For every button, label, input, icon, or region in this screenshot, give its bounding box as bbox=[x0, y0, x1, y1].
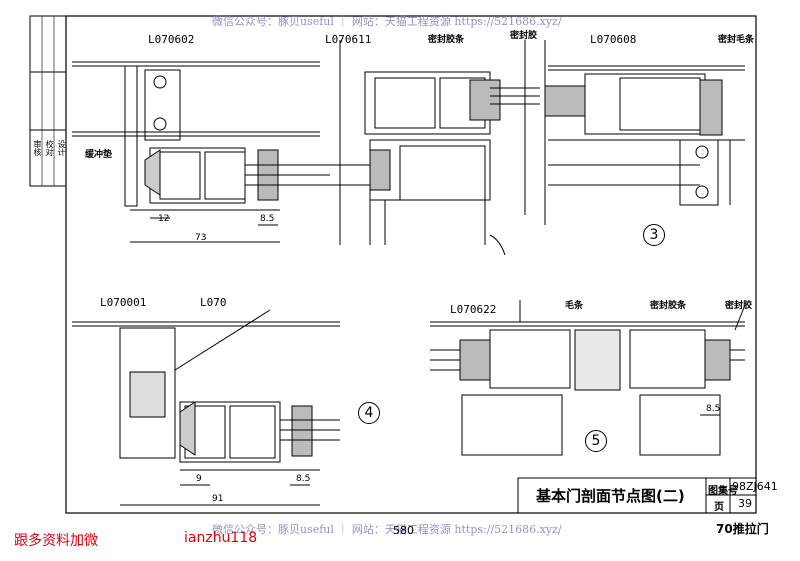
part-label-l070: L070 bbox=[200, 296, 227, 309]
detail-top-middle bbox=[330, 40, 540, 256]
detail-top-left bbox=[72, 40, 341, 245]
watermark-top: 微信公众号：豚贝useful ｜ 网站：天猫工程资源 https://52168… bbox=[212, 15, 562, 28]
dim-8-5-b: 8.5 bbox=[296, 474, 311, 484]
side-label-check: 校对 bbox=[45, 140, 54, 156]
series-label: 70推拉门 bbox=[716, 522, 769, 536]
note-seal-brush: 密封毛条 bbox=[718, 35, 755, 45]
detail-marker-4: 4 bbox=[358, 402, 380, 424]
contact-right: ianzhu118 bbox=[184, 530, 258, 546]
side-label-design: 设计 bbox=[57, 140, 66, 156]
watermark-bottom: 微信公众号：豚贝useful ｜ 网站：天猫工程资源 https://52168… bbox=[212, 523, 562, 536]
part-label-l070611: L070611 bbox=[325, 33, 372, 46]
note-seal-strip: 密封胶条 bbox=[428, 35, 465, 45]
atlas-label: 图集号 bbox=[708, 486, 738, 497]
note-sealant: 密封胶 bbox=[510, 31, 538, 41]
detail-5 bbox=[430, 300, 746, 456]
part-label-l070608: L070608 bbox=[590, 33, 637, 46]
detail-top-right bbox=[544, 40, 745, 225]
dim-73: 73 bbox=[195, 233, 207, 243]
note-brush: 毛条 bbox=[565, 301, 584, 311]
title-block-frame bbox=[517, 477, 757, 514]
side-label-review: 审核 bbox=[33, 140, 42, 156]
detail-marker-5: 5 bbox=[585, 430, 607, 452]
part-label-l070622: L070622 bbox=[450, 303, 497, 316]
note-buffer-pad: 缓冲垫 bbox=[85, 150, 113, 160]
page-label: 页 bbox=[714, 502, 724, 513]
note-seal-strip-b: 密封胶条 bbox=[650, 301, 687, 311]
dim-12: 12 bbox=[158, 214, 170, 224]
page-number: 39 bbox=[738, 497, 752, 510]
dim-8-5-a: 8.5 bbox=[260, 214, 275, 224]
part-label-l070602: L070602 bbox=[148, 33, 195, 46]
page-center-number: 580 bbox=[393, 524, 414, 537]
detail-marker-3: 3 bbox=[643, 224, 665, 246]
dim-9: 9 bbox=[196, 474, 202, 484]
dim-8-5-c: 8.5 bbox=[706, 404, 721, 414]
drawing-title: 基本门剖面节点图(二) bbox=[536, 487, 685, 505]
side-strip bbox=[29, 15, 67, 187]
contact-left: 跟多资料加微 bbox=[14, 533, 98, 549]
detail-4 bbox=[72, 309, 340, 506]
note-sealant-b: 密封胶 bbox=[725, 301, 753, 311]
dim-91: 91 bbox=[212, 494, 224, 504]
sheet-border bbox=[65, 15, 757, 514]
atlas-number: 98ZJ641 bbox=[732, 480, 778, 493]
part-label-l070001: L070001 bbox=[100, 296, 147, 309]
